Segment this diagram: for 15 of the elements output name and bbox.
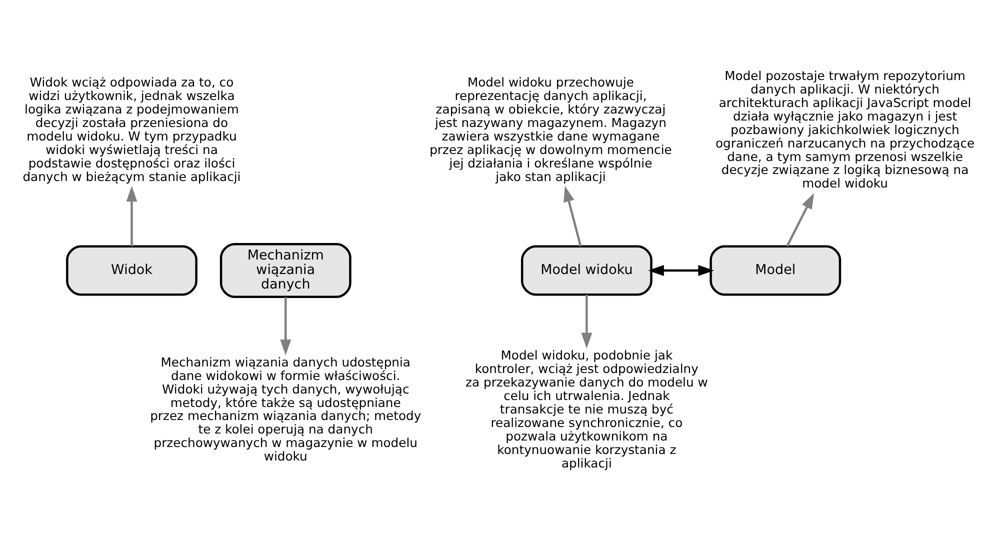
node-text: Mechanizm wiązania danych udostępnia dane widokowi w formie właściwości. Widoki używają tych danych, wywołując metody, które także są udostępniane przez mechanizm wiązania danych; metody te z kolei operują na danych przechowywanych w magazynie w modelu widoku (150, 355, 422, 464)
node-box: Model (710, 245, 842, 296)
arrow (280, 297, 292, 356)
node-box: Mechanizm wiązania danych (220, 242, 352, 298)
arrow (648, 264, 714, 276)
arrow (581, 294, 592, 349)
node-text: Model pozostaje trwałym repozytorium danych aplikacji. W niektórych architekturach aplikacji JavaScript model działa wyłącznie jako magazyn i jest pozbawiony jakichkolwiek logicznych ograniczeń narzucanych na przychodzące dane, a tym samym przenosi wszelkie decyzje związane z logiką biznesową na model widoku (716, 68, 975, 191)
node-text: Model widoku, podobnie jak kontroler, wciąż jest odpowiedzialny za przekazywanie danych do modelu w celu ich utrwalenia. Jednak transakcje te nie muszą być realizowane synchronicznie, co pozwala użytkownikom na kontynuowanie korzystania z aplikacji (466, 348, 708, 470)
arrow (786, 193, 814, 247)
node-box: Model widoku (520, 245, 652, 296)
node-text: Model widoku przechowuje reprezentację danych aplikacji, zapisaną w obiekcie, który zazwyczaj jest nazywany magazynem. Magazyn zawiera wszystkie dane wymagane przez aplikację w dowolnym momencie jej działania i określane wspólnie jako stan aplikacji (430, 76, 672, 184)
node-text: Widok wciąż odpowiada za to, co widzi użytkownik, jednak wszelka logika związana z podejmowaniem decyzji została przeniesiona do modelu widoku. W tym przypadku widoki wyświetlają treści na podstawie dostępności oraz ilości danych w bieżącym stanie aplikacji (22, 76, 241, 184)
arrow (126, 186, 138, 246)
node-box: Widok (66, 245, 198, 296)
arrow (564, 186, 582, 247)
